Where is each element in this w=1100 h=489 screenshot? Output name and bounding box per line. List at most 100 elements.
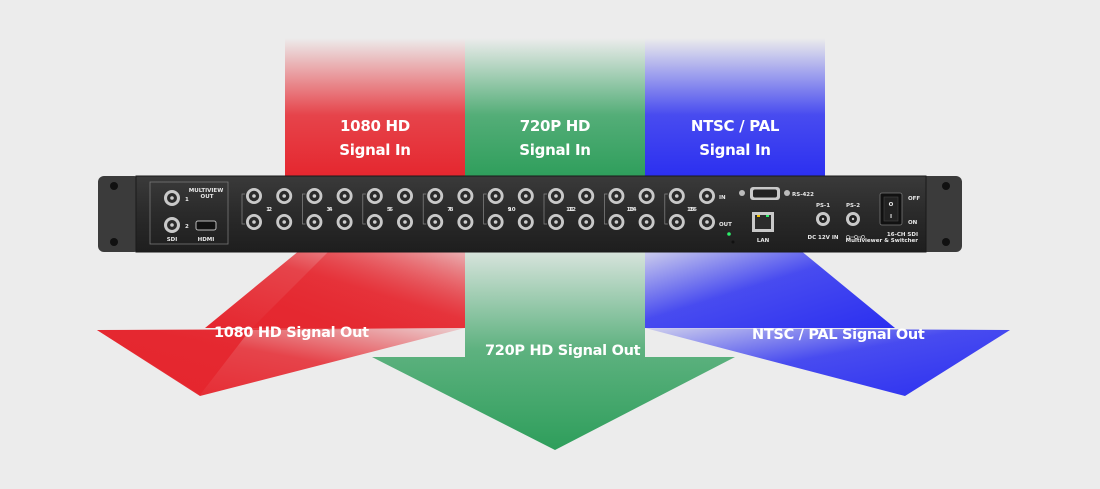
sdi-out-15-connector[interactable]	[668, 214, 685, 230]
lan-port[interactable]	[752, 212, 774, 232]
lan-label: LAN	[757, 238, 770, 244]
sdi-out-13-connector[interactable]	[608, 214, 625, 230]
hdmi-label: HDMI	[198, 237, 215, 243]
sdi-in-4-connector[interactable]	[336, 188, 353, 204]
sdi-in-9-connector[interactable]	[487, 188, 504, 204]
rack-hole-icon	[110, 182, 118, 190]
switch-o-label: O	[889, 202, 894, 208]
sdi-in-14-connector[interactable]	[638, 188, 655, 204]
power-switch[interactable]	[883, 196, 899, 222]
channel-number-label: 10	[508, 207, 516, 213]
channel-pair-bracket	[241, 193, 245, 225]
output-arrow-blue-shaft	[645, 250, 895, 328]
sdi-out-1-connector[interactable]	[164, 190, 180, 206]
sdi-out-5-connector[interactable]	[366, 214, 383, 230]
channel-number-label: 14	[629, 207, 637, 213]
channel-pair-bracket	[483, 193, 487, 225]
rack-hole-icon	[942, 182, 950, 190]
switch-i-label: I	[890, 214, 892, 220]
sdi-in-11-connector[interactable]	[548, 188, 564, 204]
sdi-in-13-connector[interactable]	[608, 188, 625, 204]
sdi-out-4-connector[interactable]	[336, 214, 353, 230]
rack-hole-icon	[942, 238, 950, 246]
input-label-line1: NTSC / PAL	[690, 117, 780, 135]
sdi-out-9-connector[interactable]	[487, 214, 504, 230]
channel-number-label: 2	[268, 207, 272, 213]
channel-pair-bracket	[543, 193, 547, 225]
rs422-port[interactable]	[739, 187, 790, 200]
ps1-dc-jack[interactable]	[816, 212, 830, 226]
dc-polarity-icon	[846, 235, 865, 239]
output-arrow-red-head	[97, 328, 465, 396]
sdi-out-12-connector[interactable]	[578, 214, 595, 230]
input-label-line1: 1080 HD	[340, 117, 410, 135]
input-label-line2: Signal In	[519, 141, 591, 159]
output-label-1080hd: 1080 HD Signal Out	[214, 325, 369, 341]
sdi-in-3-connector[interactable]	[306, 188, 323, 204]
hdmi-port[interactable]	[195, 220, 217, 231]
output-arrow-red-shaft	[205, 250, 465, 328]
channel-number-label: 6	[389, 207, 393, 213]
channel-number-label: 5	[387, 207, 391, 213]
sdi-out-2-connector[interactable]	[164, 217, 180, 233]
sdi-out-16-connector[interactable]	[699, 214, 715, 230]
out-row-label: OUT	[719, 222, 732, 228]
ps1-label: PS-1	[816, 203, 830, 209]
input-band-green	[465, 38, 645, 178]
input-label-1080hd: 1080 HD Signal In	[285, 114, 465, 162]
sdi-out-11-connector[interactable]	[548, 214, 564, 230]
on-label: ON	[908, 220, 918, 226]
multiview-label: MULTIVIEW	[189, 188, 223, 194]
ps2-dc-jack[interactable]	[846, 212, 860, 226]
input-band-blue	[645, 38, 825, 178]
sdi-in-16-connector[interactable]	[699, 188, 715, 204]
channel-number-label: 3	[326, 207, 330, 213]
sdi-in-15-connector[interactable]	[668, 188, 685, 204]
port-1-label: 1	[185, 197, 189, 203]
input-label-line1: 720P HD	[519, 117, 591, 135]
sdi-in-12-connector[interactable]	[578, 188, 595, 204]
channel-number-label: 11	[566, 207, 574, 213]
sdi-out-6-connector[interactable]	[397, 214, 413, 230]
sdi-in-8-connector[interactable]	[457, 188, 474, 204]
output-label-720p: 720P HD Signal Out	[485, 343, 641, 359]
rack-ear-left	[98, 176, 140, 252]
sdi-in-1-connector[interactable]	[246, 188, 262, 204]
sdi-out-14-connector[interactable]	[638, 214, 655, 230]
port-2-label: 2	[185, 224, 189, 230]
sdi-out-2-connector[interactable]	[276, 214, 293, 230]
rack-hole-icon	[110, 238, 118, 246]
input-label-720p: 720P HD Signal In	[465, 114, 645, 162]
status-led	[727, 232, 731, 236]
channel-pair-bracket	[422, 193, 427, 225]
channel-number-label: 7	[447, 207, 451, 213]
sdi-out-7-connector[interactable]	[427, 214, 444, 230]
multiview-out-label: MULTIVIEW OUT	[189, 188, 225, 200]
in-row-label: IN	[719, 195, 726, 201]
channel-pair-bracket	[362, 193, 366, 225]
channel-number-label: 8	[449, 207, 453, 213]
sdi-out-10-connector[interactable]	[517, 214, 534, 230]
sdi-in-6-connector[interactable]	[397, 188, 413, 204]
output-label-ntsc-pal: NTSC / PAL Signal Out	[752, 327, 925, 343]
channel-number-label: 16	[689, 207, 697, 213]
rack-ear-right	[920, 176, 962, 252]
dc-in-label: DC 12V IN	[808, 235, 839, 241]
sdi-in-7-connector[interactable]	[427, 188, 444, 204]
device-panel	[135, 175, 927, 253]
model-line1: 16-CH SDI	[887, 232, 918, 238]
input-label-ntsc-pal: NTSC / PAL Signal In	[645, 114, 825, 162]
rs422-label: RS-422	[792, 192, 814, 198]
sdi-in-10-connector[interactable]	[517, 188, 534, 204]
sdi-out-3-connector[interactable]	[306, 214, 323, 230]
sdi-in-2-connector[interactable]	[276, 188, 293, 204]
output-arrow-green	[372, 250, 735, 450]
ps2-label: PS-2	[846, 203, 860, 209]
channel-number-label: 1	[266, 207, 270, 213]
channel-number-label: 4	[329, 207, 333, 213]
sdi-out-8-connector[interactable]	[457, 214, 474, 230]
sdi-out-1-connector[interactable]	[246, 214, 262, 230]
sdi-in-5-connector[interactable]	[366, 188, 383, 204]
